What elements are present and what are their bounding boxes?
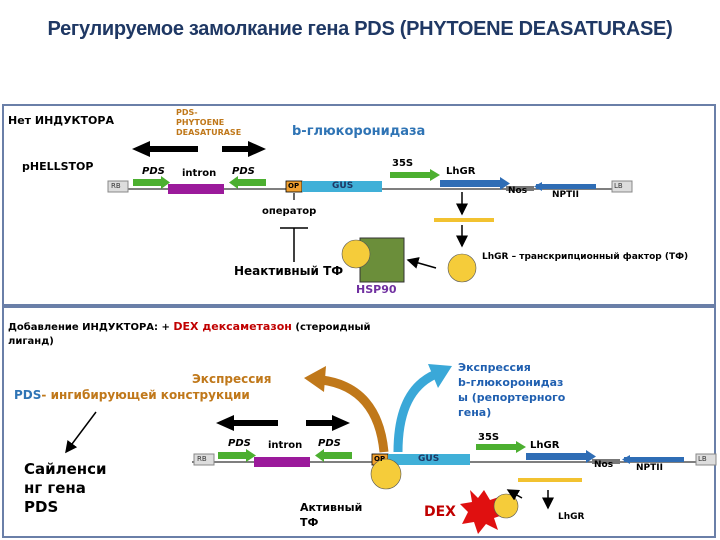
cyan-arrow-head <box>428 364 452 388</box>
nptii-label-top: NPTII <box>552 190 579 200</box>
inactive-tf-circle <box>341 239 371 269</box>
nptii-arrow-bottom <box>622 455 684 464</box>
rb-label-top: RB <box>111 182 121 190</box>
op-label-bottom: OP <box>374 455 386 463</box>
expr-gus-line2: b-глюкоронидаз <box>458 376 564 389</box>
panel-no-inductor <box>2 104 716 306</box>
expr-gus-line3: ы (репортерного <box>458 391 566 404</box>
lhgr-label-top: LhGR <box>446 166 476 177</box>
lhgr-label-bottom: LhGR <box>530 440 560 451</box>
expr-pds-line2: PDS- ингибирующей конструкции <box>14 388 250 402</box>
phellstop-label: pHELLSTOP <box>22 160 94 173</box>
promoter-35s-label-top: 35S <box>392 158 414 169</box>
inactive-tf-label: Неактивный ТФ <box>234 264 344 278</box>
pds-right-label-bottom: PDS <box>318 438 341 449</box>
silencing-line3: PDS <box>24 498 59 516</box>
cyan-curved-arrow <box>393 369 438 453</box>
dex-label: DEX <box>424 504 456 520</box>
binding-arrow-hsp <box>406 257 437 269</box>
pds-right-arrow-top <box>229 176 266 189</box>
intron-label-bottom: intron <box>268 440 303 451</box>
pds-note: PDS- PHYTOENE DEASATURASE <box>176 108 241 138</box>
silencing-label: Сайленси нг гена PDS <box>24 460 107 517</box>
pds-left-arrow-bottom <box>218 449 256 462</box>
op-label-top: OP <box>288 182 300 190</box>
silencing-line1: Сайленси <box>24 460 107 478</box>
expr-gus-label: Экспрессия b-глюкоронидаз ы (репортерног… <box>458 360 565 420</box>
intron-bar-top <box>168 184 224 194</box>
pds-note-line1: PDS- <box>176 108 198 117</box>
expr-pds-rest: - ингибирующей конструкции <box>41 388 250 402</box>
intron-label-top: intron <box>182 168 217 179</box>
rb-box-top <box>107 180 129 193</box>
expr-gus-line1: Экспрессия <box>458 361 531 374</box>
pds-right-label-top: PDS <box>232 166 255 177</box>
promoter-35s-arrow-top <box>390 169 440 181</box>
expr-pds-line1: Экспрессия <box>192 372 272 386</box>
rb-label-bottom: RB <box>197 455 207 463</box>
lb-box-top <box>611 180 633 193</box>
tf-note-label: LhGR – транскрипционный фактор (ТФ) <box>482 252 689 262</box>
no-inductor-label: Нет ИНДУКТОРА <box>8 114 114 127</box>
active-tf-line2: ТФ <box>300 516 319 529</box>
nptii-label-bottom: NPTII <box>636 463 663 473</box>
panel-with-inductor <box>2 306 716 538</box>
orange-curved-arrow <box>321 375 389 453</box>
inductor-line1: Добавление ИНДУКТОРА: + DEX дексаметазон… <box>8 320 371 335</box>
pds-note-line2: PHYTOENE <box>176 118 225 127</box>
silencing-arrow <box>65 411 97 454</box>
black-arrow-left-top <box>132 141 198 157</box>
inductor-line2: лиганд) <box>8 336 54 347</box>
beta-glucuronidase-label: b-глюкоронидаза <box>292 124 426 139</box>
nos-bar-bottom <box>592 459 620 464</box>
lhgr-bottom-label: LhGR <box>558 512 585 522</box>
nos-bar-top <box>506 186 534 191</box>
inductor-suffix: (стероидный <box>295 322 371 333</box>
lhgr-protein-circle-top <box>447 253 477 283</box>
rb-box-bottom <box>193 453 215 466</box>
inductor-dex: DEX дексаметазон <box>173 320 292 333</box>
active-tf-circle <box>370 458 402 490</box>
hsp90-label: HSP90 <box>356 283 397 296</box>
black-arrow-left-bottom <box>216 415 278 431</box>
gus-label-top: GUS <box>332 181 354 191</box>
pds-left-label-bottom: PDS <box>228 438 251 449</box>
nos-label-top: Nos <box>508 186 528 196</box>
pds-note-line3: DEASATURASE <box>176 128 242 137</box>
dex-star <box>460 490 506 534</box>
promoter-35s-label-bottom: 35S <box>478 432 500 443</box>
lb-label-bottom: LB <box>698 455 707 463</box>
nos-label-bottom: Nos <box>594 460 614 470</box>
gus-bar-bottom <box>388 454 470 465</box>
pds-right-arrow-bottom <box>315 449 352 462</box>
lhgr-arrow-bottom <box>526 450 596 463</box>
black-arrow-right-bottom <box>306 415 350 431</box>
inductor-label: Добавление ИНДУКТОРА: + DEX дексаметазон… <box>8 320 371 349</box>
mrna-bar-bottom <box>518 478 582 482</box>
expr-gus-line4: гена) <box>458 406 492 419</box>
lhgr-dex-circle <box>493 493 519 519</box>
promoter-35s-arrow-bottom <box>476 441 526 453</box>
pds-left-arrow-top <box>133 176 170 189</box>
black-arrow-right-top <box>222 141 266 157</box>
inductor-prefix: Добавление ИНДУКТОРА: + <box>8 322 170 333</box>
orange-arrow-head <box>304 366 326 392</box>
page-title: Регулируемое замолкание гена PDS (PHYTOE… <box>47 18 673 40</box>
gus-label-bottom: GUS <box>418 454 440 464</box>
binding-arrow-bottom-1 <box>506 489 523 501</box>
intron-bar-bottom <box>254 457 310 467</box>
expr-pds-gene: PDS <box>14 388 42 402</box>
lb-box-bottom <box>695 453 717 466</box>
nptii-arrow-top <box>534 182 596 191</box>
active-tf-line1: Активный <box>300 501 363 514</box>
operator-label: оператор <box>262 206 317 217</box>
lhgr-arrow-top <box>440 177 510 190</box>
silencing-line2: нг гена <box>24 479 86 497</box>
lb-label-top: LB <box>614 182 623 190</box>
pds-left-label-top: PDS <box>142 166 165 177</box>
active-tf-label: Активный ТФ <box>300 500 362 530</box>
mrna-bar-top <box>434 218 494 222</box>
gus-bar-top <box>302 181 382 192</box>
